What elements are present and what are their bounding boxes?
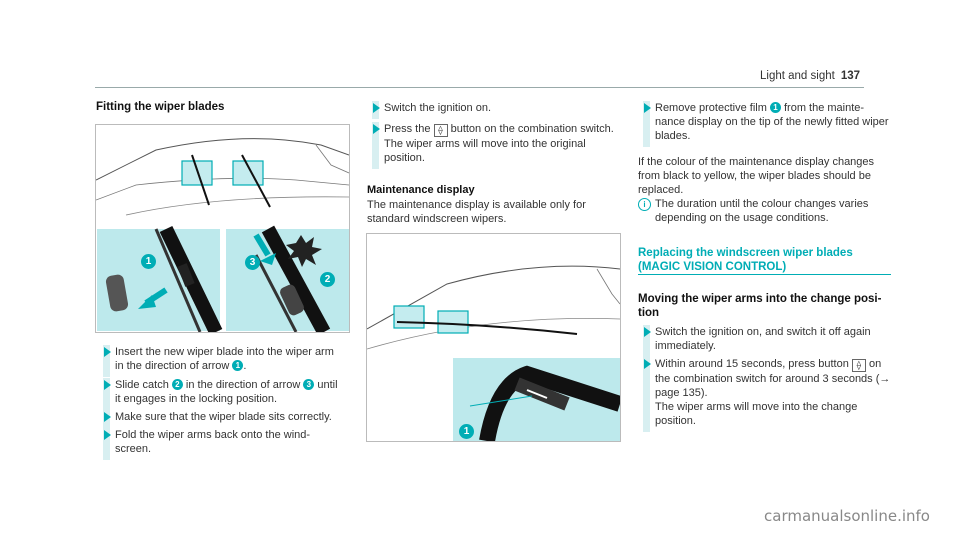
- header-section: Light and sight: [760, 70, 835, 82]
- page-number: 137: [840, 70, 860, 82]
- maintenance-text: The maintenance display is available onl…: [367, 199, 586, 225]
- step-remove-film: Remove protective film 1 from the mainte…: [643, 101, 891, 147]
- move-arms-title: Moving the wiper arms into the change po…: [638, 293, 882, 319]
- callout-ref: 3: [303, 379, 315, 390]
- wiper-button-icon: ⟠: [433, 124, 448, 137]
- running-header: Light and sight 137: [760, 70, 860, 82]
- step-arrow-icon: [373, 103, 380, 113]
- step-slide-catch: Slide catch 2 in the direction of arrow …: [103, 378, 340, 410]
- maintenance-title: Maintenance display: [367, 184, 475, 196]
- step-arrow-icon: [104, 347, 111, 357]
- step-arrow-icon: [373, 124, 380, 134]
- info-note: i The duration until the colour changes …: [638, 197, 890, 225]
- step-insert-blade: Insert the new wiper blade into the wipe…: [103, 345, 340, 377]
- step-arrow-icon: [644, 327, 651, 337]
- step-fold-back: Fold the wiper arms back onto the wind-s…: [103, 428, 340, 460]
- figure-fitting-wiper-blades: 1 3 2: [95, 124, 350, 333]
- step-ignition-on-off: Switch the ignition on, and switch it of…: [643, 325, 891, 357]
- step-press-button: Press the ⟠ button on the combination sw…: [372, 122, 619, 169]
- step-arrow-icon: [644, 103, 651, 113]
- callout-3: 3: [245, 255, 260, 270]
- wiper-illustration-1: [96, 138, 349, 332]
- callout-1: 1: [141, 254, 156, 269]
- wiper-button-icon: ⟠: [851, 359, 866, 372]
- subsection-title-magic-vision: Replacing the windscreen wiper blades (M…: [638, 247, 853, 273]
- callout-ref: 1: [769, 102, 781, 113]
- wiper-illustration-2: [367, 265, 620, 441]
- step-arrow-icon: [644, 359, 651, 369]
- step-check-seat: Make sure that the wiper blade sits corr…: [103, 410, 340, 428]
- subsection-rule: [638, 274, 891, 275]
- figure-maintenance-display: 1: [366, 233, 621, 442]
- step-arrow-icon: [104, 380, 111, 390]
- step-arrow-icon: [104, 412, 111, 422]
- callout-1-maint: 1: [459, 424, 474, 439]
- section-title-fitting: Fitting the wiper blades: [96, 101, 225, 113]
- step-press-button-15s: Within around 15 seconds, press button ⟠…: [643, 357, 891, 432]
- watermark: carmanualsonline.info: [764, 507, 930, 525]
- callout-2: 2: [320, 272, 335, 287]
- callout-ref: 2: [171, 379, 183, 390]
- header-rule: [95, 87, 864, 88]
- colour-change-text: If the colour of the maintenance display…: [638, 156, 875, 196]
- step-arrow-icon: [104, 430, 111, 440]
- step-ignition-on: Switch the ignition on.: [372, 101, 619, 119]
- info-icon: i: [638, 198, 651, 211]
- callout-ref: 1: [232, 360, 244, 371]
